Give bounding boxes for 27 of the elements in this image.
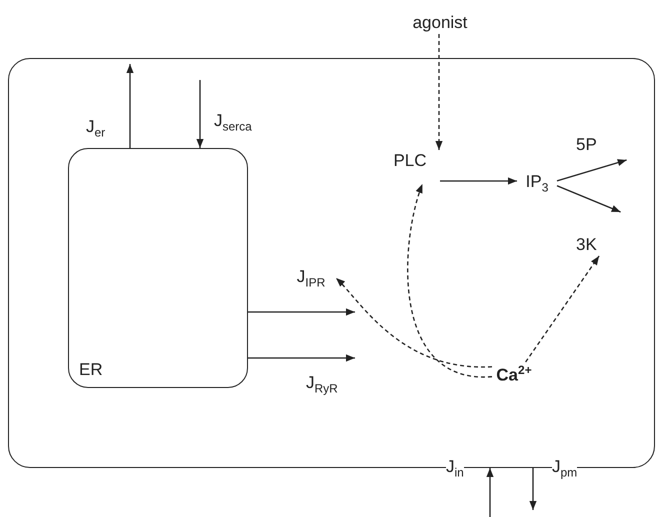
arrow [126, 64, 134, 148]
compartment-label: ER [79, 361, 103, 378]
arrow [529, 468, 537, 510]
flux-label: J$_{IPR}$ [286, 265, 336, 291]
arrow [556, 185, 621, 213]
arrow [556, 159, 627, 182]
flux-label: J$_{in}$ [446, 458, 464, 478]
product-label: 5P [576, 134, 645, 160]
dashed-arrow [435, 34, 443, 150]
product-label: 3K [576, 212, 645, 256]
arrow [196, 80, 204, 148]
agonist-label: agonist [408, 12, 472, 34]
arrow [486, 468, 494, 517]
enzyme-label: PLC [380, 150, 440, 184]
dashed-arrow [525, 256, 600, 362]
er-compartment [68, 148, 248, 388]
ion-label: Ca$^{2+}$ [492, 362, 536, 388]
dashed-arrow [336, 278, 492, 368]
flux-label: J$_{serca}$ [214, 112, 252, 132]
arrow [440, 177, 517, 185]
arrow [248, 308, 355, 316]
dashed-arrow [407, 184, 492, 378]
flux-label: J$_{er}$ [86, 118, 106, 138]
flux-label: J$_{pm}$ [552, 458, 578, 478]
arrow [248, 354, 355, 362]
flux-label: J$_{RyR}$ [306, 374, 338, 394]
messenger-label: IP$_{3}$ [517, 170, 557, 196]
